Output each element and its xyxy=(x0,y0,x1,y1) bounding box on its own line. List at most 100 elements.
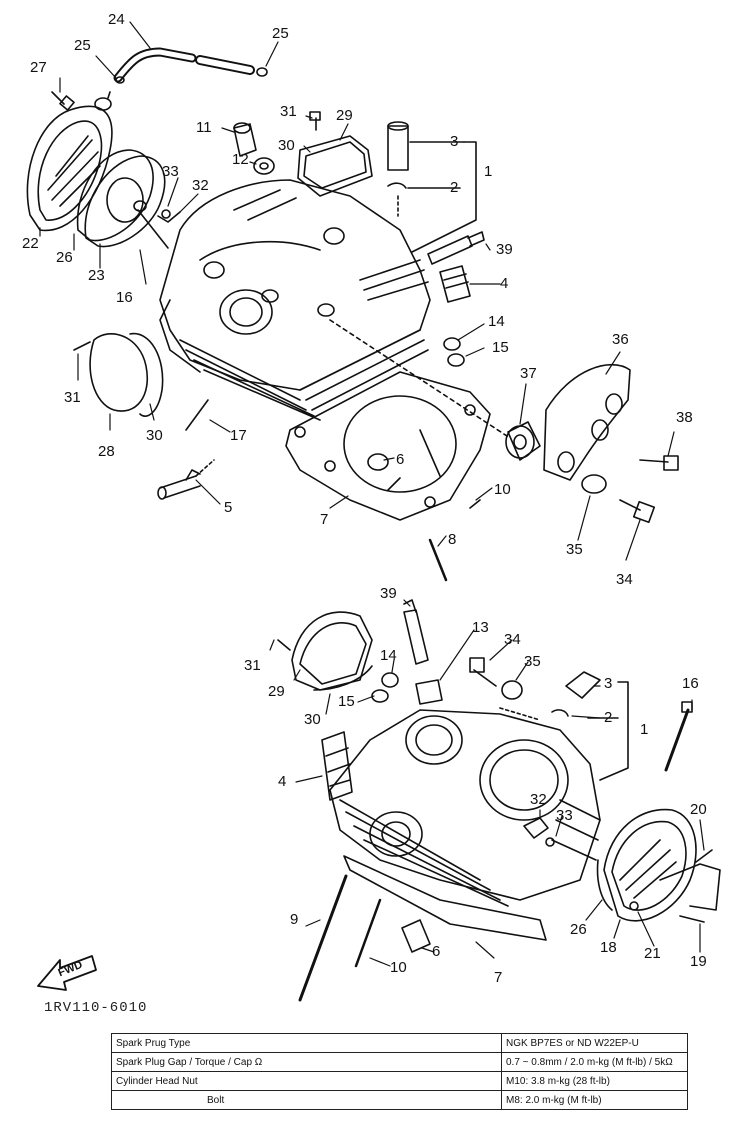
spark-plug-bottom xyxy=(403,599,429,665)
callout-26: 26 xyxy=(56,249,73,266)
pipe-5 xyxy=(157,469,201,500)
callout-26: 26 xyxy=(570,921,587,938)
dowel-6-bottom xyxy=(401,919,431,953)
bolt-10-top xyxy=(387,477,481,509)
nut-14 xyxy=(443,337,461,351)
table-row: Cylinder Head Nut M10: 3.8 m-kg (28 ft-l… xyxy=(111,1071,688,1091)
leader-37 xyxy=(329,319,511,439)
breather-cover-right xyxy=(596,808,697,922)
callout-4: 4 xyxy=(500,275,509,292)
callout-20: 20 xyxy=(690,801,707,818)
callout-34: 34 xyxy=(616,571,633,588)
dowel-4 xyxy=(439,265,471,303)
callout-18: 18 xyxy=(600,939,617,956)
callout-6: 6 xyxy=(432,943,441,960)
dowel-6-top xyxy=(367,453,389,471)
callout-6: 6 xyxy=(396,451,405,468)
bolt-34-bottom xyxy=(469,657,497,687)
callout-33: 33 xyxy=(556,807,573,824)
callout-31: 31 xyxy=(64,389,81,406)
stud-17 xyxy=(185,399,209,431)
callout-25: 25 xyxy=(272,25,289,42)
callout-30: 30 xyxy=(278,137,295,154)
nut-11 xyxy=(233,122,257,157)
breather-hose xyxy=(113,47,268,84)
breather-cover-left xyxy=(26,91,113,232)
nut-13 xyxy=(415,679,443,705)
callout-35: 35 xyxy=(566,541,583,558)
washer-21 xyxy=(629,901,639,911)
stud-8 xyxy=(428,538,448,582)
callout-28: 28 xyxy=(98,443,115,460)
nut-14-bottom xyxy=(381,672,399,688)
callout-4: 4 xyxy=(278,773,287,790)
callout-27: 27 xyxy=(30,59,47,76)
callout-2: 2 xyxy=(450,179,459,196)
washer-12 xyxy=(253,157,275,175)
callout-22: 22 xyxy=(22,235,39,252)
table-row: Bolt M8: 2.0 m-kg (M ft-lb) xyxy=(111,1090,688,1110)
callout-1: 1 xyxy=(484,163,493,180)
callout-32: 32 xyxy=(530,791,547,808)
callout-3: 3 xyxy=(450,133,459,150)
valve-cover-top xyxy=(297,111,373,197)
leader-35b xyxy=(499,707,541,721)
callout-16: 16 xyxy=(682,675,699,692)
bracket-32 xyxy=(157,211,181,223)
bolt-16-head xyxy=(133,200,147,212)
callout-21: 21 xyxy=(644,945,661,962)
callout-31: 31 xyxy=(244,657,261,674)
spec-key: Cylinder Head Nut xyxy=(111,1071,502,1091)
callout-15: 15 xyxy=(492,339,509,356)
callout-25: 25 xyxy=(74,37,91,54)
clip-2-bottom xyxy=(551,709,569,717)
spec-key: Bolt xyxy=(111,1090,502,1110)
callout-17: 17 xyxy=(230,427,247,444)
fwd-arrow xyxy=(37,955,97,991)
callout-7: 7 xyxy=(494,969,503,986)
spec-value: M8: 2.0 m-kg (M ft-lb) xyxy=(501,1090,688,1110)
callout-29: 29 xyxy=(336,107,353,124)
washer-35-bottom xyxy=(501,680,523,700)
callout-37: 37 xyxy=(520,365,537,382)
callout-36: 36 xyxy=(612,331,629,348)
callout-10: 10 xyxy=(494,481,511,498)
callout-23: 23 xyxy=(88,267,105,284)
callout-24: 24 xyxy=(108,11,125,28)
clip-2 xyxy=(387,182,407,189)
bolt-10-bottom xyxy=(354,898,382,968)
callout-34: 34 xyxy=(504,631,521,648)
callout-15: 15 xyxy=(338,693,355,710)
bracket-line-1b xyxy=(599,681,629,781)
breather-gasket xyxy=(76,149,154,242)
table-row: Spark Plug Gap / Torque / Cap Ω 0.7 ~ 0.… xyxy=(111,1052,688,1072)
bracket-32-bottom xyxy=(523,817,549,839)
dowel-4-bottom xyxy=(321,731,353,801)
callout-11: 11 xyxy=(196,119,212,136)
callout-38: 38 xyxy=(676,409,693,426)
spark-plug-top xyxy=(427,231,485,265)
leader-5 xyxy=(195,459,215,477)
callout-35: 35 xyxy=(524,653,541,670)
callout-39: 39 xyxy=(496,241,513,258)
breather-plate xyxy=(84,155,166,248)
callout-33: 33 xyxy=(162,163,179,180)
bolt-38 xyxy=(639,455,679,471)
breather-bolt xyxy=(51,91,75,111)
side-cover-28 xyxy=(73,332,164,417)
callout-14: 14 xyxy=(488,313,505,330)
spec-value: NGK BP7ES or ND W22EP-U xyxy=(501,1033,688,1053)
screw-33-bottom xyxy=(545,837,555,847)
table-row: Spark Prug Type NGK BP7ES or ND W22EP-U xyxy=(111,1033,688,1053)
callout-32: 32 xyxy=(192,177,209,194)
leader-20 xyxy=(695,849,713,863)
washer-15 xyxy=(447,353,465,367)
washer-35-top xyxy=(581,474,607,494)
valve-guide-3 xyxy=(387,121,409,171)
spec-key: Spark Plug Gap / Torque / Cap Ω xyxy=(111,1052,502,1072)
spec-value: 0.7 ~ 0.8mm / 2.0 m-kg (M ft-lb) / 5kΩ xyxy=(501,1052,688,1072)
callout-39: 39 xyxy=(380,585,397,602)
callout-30: 30 xyxy=(146,427,163,444)
callout-14: 14 xyxy=(380,647,397,664)
engine-bracket-36 xyxy=(543,363,631,481)
